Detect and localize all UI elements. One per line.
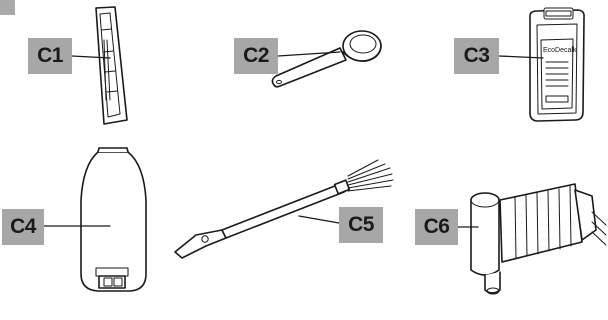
package-brand-text: EcoDecalk — [543, 47, 577, 54]
measuring-spoon-drawing — [272, 31, 381, 87]
test-strip-drawing — [96, 7, 127, 124]
c5-leader-line — [299, 216, 339, 223]
label-c1: C1 — [28, 38, 72, 74]
label-c3: C3 — [454, 38, 499, 74]
label-c5: C5 — [339, 207, 383, 243]
label-c2: C2 — [234, 38, 278, 74]
label-c4: C4 — [2, 209, 44, 245]
descaler-package-drawing: EcoDecalk — [530, 8, 584, 121]
label-c6: C6 — [415, 209, 458, 245]
water-filter-drawing — [81, 148, 146, 291]
milk-fitting-drawing — [471, 184, 606, 294]
